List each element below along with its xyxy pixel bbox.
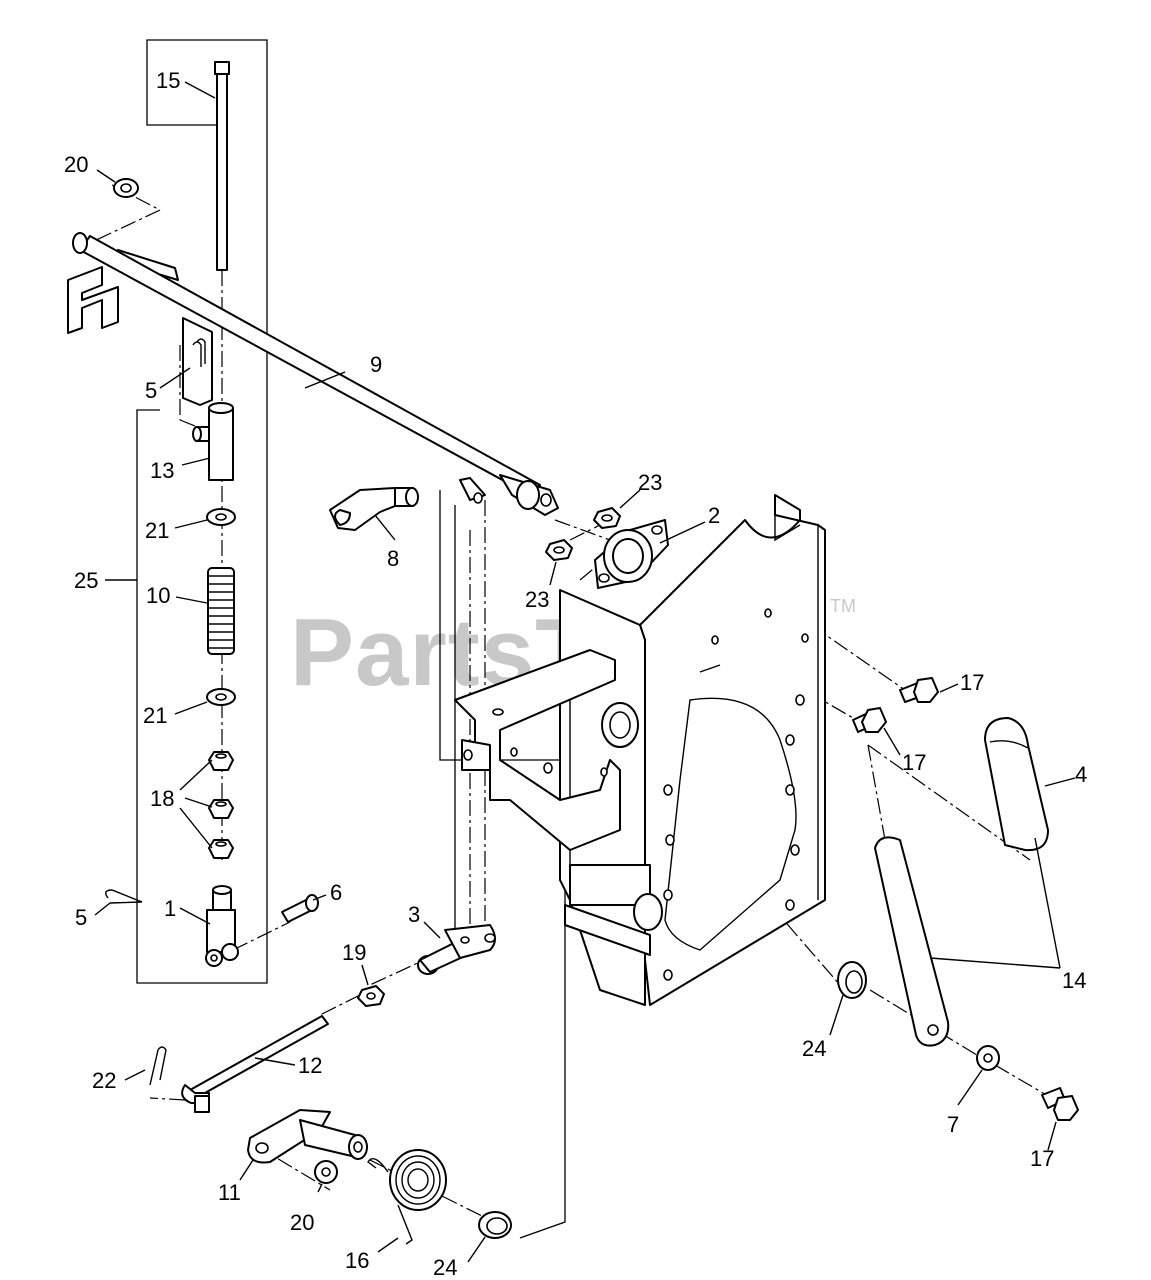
main-frame — [454, 494, 826, 1006]
callout-25: 25 — [74, 568, 98, 593]
callout-2: 2 — [708, 503, 720, 528]
part-20-washer-bottom — [314, 1160, 338, 1184]
part-11-shaft-plate — [247, 1109, 368, 1164]
part-8-latch — [329, 487, 419, 531]
assembly-box-15 — [136, 39, 268, 984]
part-14-lever — [874, 836, 950, 1047]
part-6-pin — [281, 894, 319, 923]
part-17-bolt-middle — [852, 707, 887, 733]
part-17-bolt-lower — [1041, 1087, 1079, 1121]
part-17-bolt-upper — [899, 677, 939, 703]
callout-20-top: 20 — [64, 152, 88, 177]
callout-15: 15 — [156, 68, 180, 93]
part-15-bolt — [214, 61, 230, 271]
part-24-bushing-lower — [478, 1211, 512, 1239]
callout-22: 22 — [92, 1068, 116, 1093]
part-9-rod — [67, 232, 559, 516]
part-1-clevis — [205, 885, 239, 967]
callout-10: 10 — [146, 583, 170, 608]
callout-5-top: 5 — [145, 378, 157, 403]
callout-3: 3 — [408, 902, 420, 927]
part-18-nut-1 — [208, 751, 234, 771]
leader-lines — [94, 81, 1076, 1263]
callout-12: 12 — [298, 1053, 322, 1078]
callout-17-lower: 17 — [1030, 1146, 1054, 1171]
part-7-washer — [976, 1045, 1000, 1071]
callout-7: 7 — [947, 1112, 959, 1137]
callout-17-upper: 17 — [960, 670, 984, 695]
callout-9: 9 — [370, 352, 382, 377]
part-3-rod-end — [417, 924, 496, 975]
callout-24-lower: 24 — [433, 1255, 457, 1280]
part-4-grip — [984, 717, 1049, 852]
part-16-torsion-spring — [367, 1149, 447, 1245]
callout-24-upper: 24 — [802, 1036, 826, 1061]
callout-18: 18 — [150, 786, 174, 811]
part-13-sleeve — [192, 402, 234, 481]
part-2-bearing — [594, 519, 669, 589]
callout-8: 8 — [387, 546, 399, 571]
callout-13: 13 — [150, 458, 174, 483]
part-21-washer-bottom — [206, 688, 236, 706]
part-20-washer-top — [113, 178, 139, 198]
part-18-nut-3 — [208, 839, 234, 859]
callout-4: 4 — [1075, 762, 1087, 787]
part-22-cotter — [149, 1046, 167, 1086]
callout-16: 16 — [345, 1248, 369, 1273]
callout-23-top: 23 — [638, 470, 662, 495]
callout-5-bottom: 5 — [75, 905, 87, 930]
part-19-nut — [357, 985, 385, 1007]
callout-6: 6 — [330, 880, 342, 905]
part-24-bushing-upper — [837, 961, 867, 999]
assembly-box-bracket — [454, 505, 470, 936]
callout-19: 19 — [342, 940, 366, 965]
callout-17-middle: 17 — [902, 750, 926, 775]
callouts: 15 20 5 9 13 21 25 10 21 18 5 1 6 3 19 8… — [64, 68, 1087, 1280]
callout-23-bottom: 23 — [525, 587, 549, 612]
part-12-rod — [181, 1015, 329, 1113]
part-21-washer-top — [206, 508, 236, 526]
callout-1: 1 — [164, 896, 176, 921]
callout-11: 11 — [218, 1180, 241, 1205]
part-5-hairpin-lower — [105, 889, 143, 904]
callout-20-bottom: 20 — [290, 1210, 314, 1235]
rod-bracket-plate — [182, 317, 213, 406]
part-23-nut-upper — [593, 507, 621, 529]
callout-14: 14 — [1062, 968, 1086, 993]
part-10-spring — [207, 567, 235, 655]
callout-21-bottom: 21 — [143, 703, 167, 728]
part-18-nut-2 — [208, 799, 234, 819]
watermark-tm: TM — [830, 596, 856, 616]
part-23-nut-lower — [545, 539, 573, 561]
callout-21-top: 21 — [145, 518, 169, 543]
